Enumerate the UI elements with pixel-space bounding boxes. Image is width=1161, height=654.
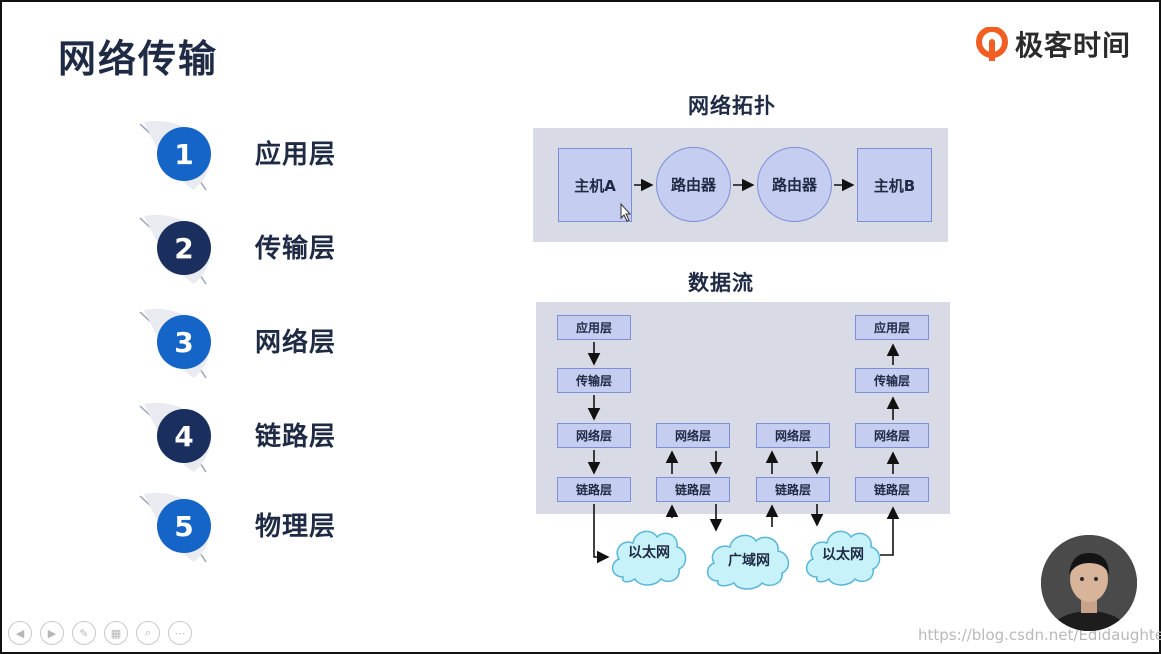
col4-transport-box: 传输层 (855, 368, 929, 393)
router-2-node: 路由器 (757, 147, 832, 222)
layer-item-3: 3 网络层 (138, 306, 398, 386)
brand-logo: 极客时间 (975, 24, 1131, 64)
col3-network-box: 网络层 (756, 423, 830, 448)
layer-label: 网络层 (255, 328, 337, 358)
layer-label: 传输层 (255, 234, 337, 264)
layer-label: 应用层 (255, 140, 337, 170)
layer-label: 链路层 (255, 422, 337, 452)
col2-link-box: 链路层 (656, 477, 730, 502)
col1-network-box: 网络层 (557, 423, 631, 448)
host-b-node: 主机B (857, 148, 932, 222)
layer-item-5: 5 物理层 (138, 490, 398, 570)
badge-number: 3 (174, 326, 193, 359)
badge-2-icon: 2 (139, 214, 211, 285)
host-a-node: 主机A (558, 148, 632, 222)
slides-icon[interactable]: ▦ (104, 621, 128, 645)
col1-transport-box: 传输层 (557, 368, 631, 393)
badge-number: 2 (174, 232, 193, 265)
mouse-cursor-icon (620, 202, 632, 222)
prev-icon[interactable]: ◀ (8, 621, 32, 645)
badge-number: 4 (174, 420, 193, 453)
layer-item-2: 2 传输层 (138, 212, 398, 292)
badge-5-icon: 5 (139, 492, 211, 563)
ethernet-1-cloud-icon (611, 530, 687, 586)
badge-4-icon: 4 (139, 402, 211, 473)
col1-app-box: 应用层 (557, 315, 631, 340)
zoom-icon[interactable]: ⌕ (136, 621, 160, 645)
logo-text: 极客时间 (1015, 29, 1132, 62)
pen-icon[interactable]: ✎ (72, 621, 96, 645)
col1-link-box: 链路层 (557, 477, 631, 502)
col4-link-box: 链路层 (855, 477, 929, 502)
ethernet-2-label: 以太网 (822, 547, 864, 563)
col4-app-box: 应用层 (855, 315, 929, 340)
topology-title: 网络拓扑 (688, 94, 776, 118)
wan-cloud-icon (706, 534, 790, 590)
next-icon[interactable]: ▶ (40, 621, 64, 645)
ethernet-2-cloud-icon (805, 530, 881, 586)
slideshow-toolbar: ◀ ▶ ✎ ▦ ⌕ ⋯ (8, 621, 192, 645)
ethernet-to-col4-arrow (880, 506, 900, 556)
badge-number: 1 (174, 138, 193, 171)
geektime-logo-icon (976, 27, 1008, 61)
badge-number: 5 (174, 510, 193, 543)
presenter-icon (1041, 535, 1137, 631)
watermark: https://blog.csdn.net/Edidaughter (918, 626, 1161, 644)
presenter-avatar (1041, 535, 1137, 631)
ethernet-1-label: 以太网 (628, 545, 670, 561)
badge-1-icon: 1 (139, 120, 211, 191)
layer-item-4: 4 链路层 (138, 400, 398, 480)
slide-title: 网络传输 (58, 37, 219, 81)
wan-label: 广域网 (728, 553, 770, 569)
layer-item-1: 1 应用层 (138, 118, 398, 198)
router-1-node: 路由器 (656, 147, 731, 222)
layer-label: 物理层 (255, 512, 337, 542)
col3-link-box: 链路层 (756, 477, 830, 502)
more-icon[interactable]: ⋯ (168, 621, 192, 645)
col4-network-box: 网络层 (855, 423, 929, 448)
dataflow-title: 数据流 (688, 271, 754, 295)
badge-3-icon: 3 (139, 308, 211, 379)
col1-to-ethernet-arrow (593, 504, 610, 564)
col2-network-box: 网络层 (656, 423, 730, 448)
